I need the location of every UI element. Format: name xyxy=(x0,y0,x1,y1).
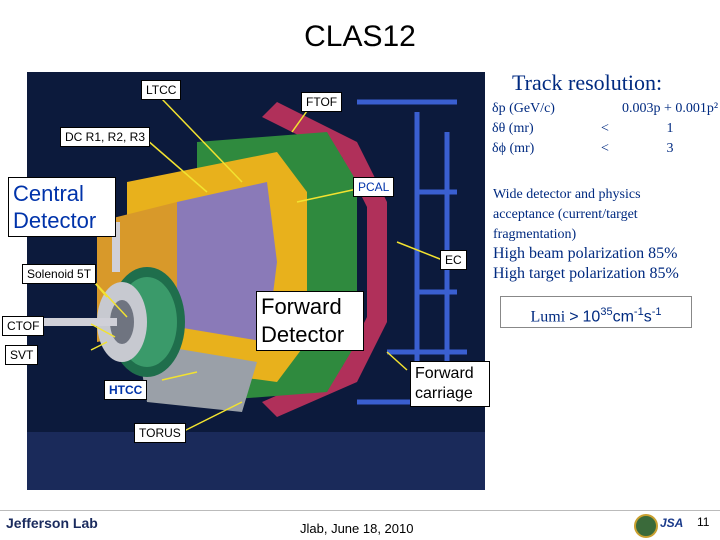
ec-label: EC xyxy=(440,250,467,270)
lumi-exponent: 35 xyxy=(600,306,613,318)
lumi-gt: > xyxy=(569,308,579,326)
forward-detector-label: Forward Detector xyxy=(256,291,364,351)
torus-label: TORUS xyxy=(134,423,186,443)
jsa-logo-icon: JSA xyxy=(660,516,684,530)
ftof-label: FTOF xyxy=(301,92,343,112)
track-resolution-title: Track resolution: xyxy=(512,70,663,95)
footer-divider xyxy=(0,510,720,511)
ltcc-label: LTCC xyxy=(141,80,182,100)
luminosity-box: Lumi > 1035cm-1s-1 xyxy=(500,296,692,328)
lumi-prefix: Lumi xyxy=(530,308,566,326)
svt-label: SVT xyxy=(5,345,39,365)
forward-carriage-label: Forward carriage xyxy=(410,361,490,407)
resolution-value: 1 xyxy=(666,121,674,136)
resolution-quantity: δθ (mr) xyxy=(492,121,534,136)
resolution-row: δθ (mr) < 1 xyxy=(492,119,718,139)
resolution-value: 3 xyxy=(666,141,674,156)
lumi-base: 10 xyxy=(582,308,601,326)
resolution-op xyxy=(588,99,622,119)
page-number: 11 xyxy=(697,515,710,529)
target-polarization: High target polarization 85% xyxy=(493,265,679,282)
pcal-label: PCAL xyxy=(353,177,395,197)
resolution-op: < xyxy=(601,141,609,156)
lumi-unit-cm: cm xyxy=(612,308,634,326)
acceptance-text: Wide detector and physics acceptance (cu… xyxy=(493,187,641,242)
lumi-unit-cm-exp: -1 xyxy=(633,306,644,318)
resolution-row: δp (GeV/c) 0.003p + 0.001p² xyxy=(492,99,718,119)
footer-date: Jlab, June 18, 2010 xyxy=(300,521,414,536)
solenoid-label: Solenoid 5T xyxy=(22,264,97,284)
slide-title: CLAS12 xyxy=(304,20,416,53)
doe-seal-icon xyxy=(634,514,658,538)
resolution-op: < xyxy=(601,121,609,136)
resolution-row: δϕ (mr) < 3 xyxy=(492,139,718,159)
lumi-unit-s: s xyxy=(643,308,652,326)
central-detector-label: Central Detector xyxy=(8,177,116,237)
polarization-block: High beam polarization 85% High target p… xyxy=(493,244,679,284)
resolution-value: 0.003p + 0.001p² xyxy=(622,101,719,116)
ctof-label: CTOF xyxy=(2,316,45,336)
dc-label: DC R1, R2, R3 xyxy=(60,127,151,147)
htcc-label: HTCC xyxy=(104,380,148,400)
jefferson-lab-logo: Jefferson Lab xyxy=(6,515,98,531)
track-resolution-table: δp (GeV/c) 0.003p + 0.001p² δθ (mr) < 1 … xyxy=(492,99,718,159)
resolution-quantity: δp (GeV/c) xyxy=(492,101,555,116)
lumi-unit-s-exp: -1 xyxy=(651,306,662,318)
beam-polarization: High beam polarization 85% xyxy=(493,245,678,262)
resolution-quantity: δϕ (mr) xyxy=(492,141,535,156)
